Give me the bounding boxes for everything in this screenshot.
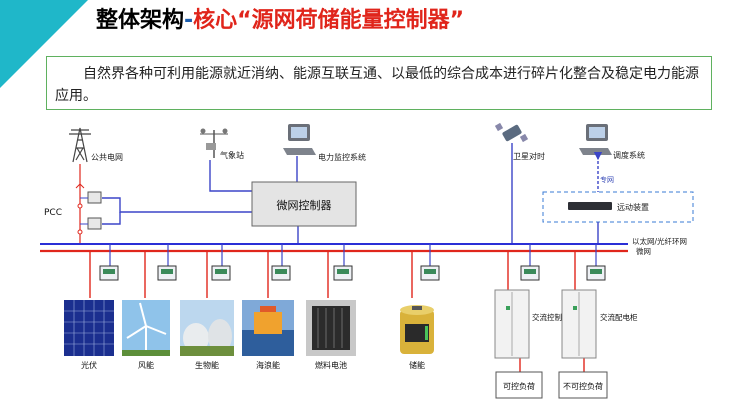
intro-box: 自然界各种可利用能源就近消纳、能源互联互通、以最低的综合成本进行碎片化整合及稳定… [46,56,712,110]
source-label: 海浪能 [256,360,280,370]
source-label: 风能 [138,360,154,370]
pcc-label: PCC [44,208,62,218]
biomass-plant-icon [180,300,234,356]
comm-lines [102,143,603,244]
public-grid-label: 公共电网 [91,152,123,162]
microgrid-controller-box [251,181,357,227]
title-prefix: 整体架构 [96,8,185,33]
title-dash: - [184,8,194,33]
satellite-timing-label: 卫星对时 [513,151,545,161]
ac-control-cabinet-icon [494,289,530,359]
source-label: 储能 [409,360,425,370]
fuel-cell-icon [306,300,356,356]
satellite-icon [494,122,529,143]
pcc-breaker-bottom-icon [87,217,102,230]
cabinet-label: 交流控制柜 [532,312,570,322]
intro-text: 自然界各种可利用能源就近消纳、能源互联互通、以最低的综合成本进行碎片化整合及稳定… [55,66,699,104]
cabinet-label-text: 交流配电柜 [600,312,638,322]
transmission-tower-icon [69,127,91,163]
uncontrollable-load-box [558,371,608,399]
source-label: 光伏 [81,360,97,370]
controllable-load-box [495,371,543,399]
dispatch-system-label: 调度系统 [613,150,645,160]
source-label: 生物能 [195,360,219,370]
wave-power-icon [242,300,294,356]
wind-turbine-icon [122,300,170,356]
interlock-device-icon [568,202,612,210]
corner-accent [0,0,88,88]
load-label: 不可控负荷 [563,381,603,391]
monitoring-computer-icon [283,124,316,155]
cabinet-label-text: 交流控制柜 [532,312,570,322]
pcc-breaker-top-icon [87,191,102,204]
pcc-switches [75,164,102,244]
microgrid-bus-label: 微网 [636,246,651,256]
power-monitoring-label: 电力监控系统 [318,152,366,162]
dedicated-network-label: 专网 [600,175,614,184]
ethernet-bus-label: 以太网/光纤环网 [632,236,687,246]
dispatch-computer-icon [579,124,612,155]
page-title: 整体架构-核心“源网荷储能量控制器” [96,2,464,34]
source-label: 燃料电池 [315,360,347,370]
interlock-device-label: 远动装置 [617,202,649,212]
controller-label: 微网控制器 [277,198,332,212]
weather-station-label: 气象站 [220,150,244,160]
battery-icon [400,305,434,354]
cabinet-label: 交流配电柜 [600,312,638,322]
weather-station-icon [200,128,228,158]
solar-panel-icon [64,300,114,356]
load-label: 可控负荷 [503,381,535,391]
title-highlight: 核心“源网荷储能量控制器” [193,8,465,33]
ac-distribution-cabinet-icon [561,289,597,359]
branch-lines [89,244,597,372]
comm-dashed-box [542,191,694,223]
